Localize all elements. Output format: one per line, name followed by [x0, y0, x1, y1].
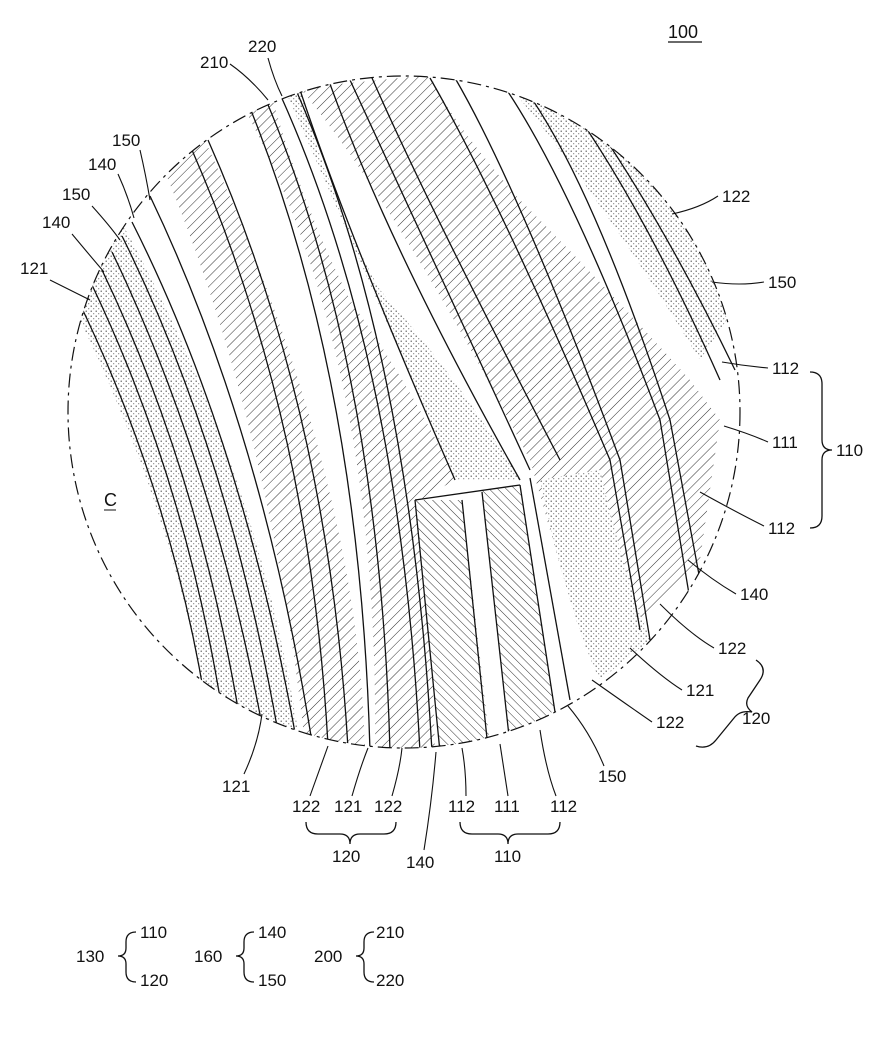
leader-122-b1	[310, 746, 328, 796]
label-111-a: 111	[772, 433, 798, 452]
label-122-b2: 122	[374, 797, 402, 816]
leader-150-right	[712, 282, 764, 284]
label-122-r1: 122	[718, 639, 746, 658]
label-150-bottom: 150	[598, 767, 626, 786]
legend-group-200: 200 210 220	[314, 923, 404, 990]
leader-112-b1	[462, 748, 466, 796]
label-150-right: 150	[768, 273, 796, 292]
label-122-r2: 122	[656, 713, 684, 732]
label-112-b2: 112	[550, 797, 577, 816]
brace-120-bottom	[306, 822, 396, 844]
label-140-a: 140	[88, 155, 116, 174]
leader-121-bl	[244, 714, 262, 774]
label-110-a: 110	[836, 441, 863, 460]
label-122-b1: 122	[292, 797, 320, 816]
label-140-right: 140	[740, 585, 768, 604]
legend-parent-130: 130	[76, 947, 104, 966]
legend-parent-200: 200	[314, 947, 342, 966]
label-112-a: 112	[772, 359, 799, 378]
leader-140-b	[72, 234, 104, 272]
region-label-c: C	[104, 490, 117, 510]
legend-brace-160	[236, 932, 254, 982]
legend-child-150: 150	[258, 971, 286, 990]
label-140-b: 140	[42, 213, 70, 232]
leader-140-a	[118, 174, 134, 218]
legend-child-140: 140	[258, 923, 286, 942]
leader-122-top	[672, 196, 718, 214]
leader-121-a	[50, 280, 90, 300]
label-112-b: 112	[768, 519, 795, 538]
label-110-b: 110	[494, 847, 521, 866]
brace-110-right	[810, 372, 832, 528]
label-220: 220	[248, 37, 276, 56]
label-150-a: 150	[112, 131, 140, 150]
leader-112-b2	[540, 730, 556, 796]
leader-220	[268, 58, 282, 96]
leader-122-b2	[392, 748, 402, 796]
label-120-b: 120	[332, 847, 360, 866]
label-122-top: 122	[722, 187, 750, 206]
leader-111-b	[500, 744, 508, 796]
legend-brace-200	[356, 932, 374, 982]
legend-group-160: 160 140 150	[194, 923, 286, 990]
legend-parent-160: 160	[194, 947, 222, 966]
legend-group-130: 130 110 120	[76, 923, 168, 990]
leader-150-b	[92, 206, 120, 240]
label-121-bl: 121	[222, 777, 250, 796]
leader-140-b2	[424, 752, 436, 850]
label-111-b: 111	[494, 797, 520, 816]
label-140-b2: 140	[406, 853, 434, 872]
legend-child-210: 210	[376, 923, 404, 942]
leader-150-bottom	[568, 706, 604, 766]
leader-122-r2	[592, 680, 652, 722]
legend-brace-130	[118, 932, 136, 982]
label-112-b1: 112	[448, 797, 475, 816]
label-121-r: 121	[686, 681, 714, 700]
label-120-r: 120	[742, 709, 770, 728]
brace-110-bottom	[460, 822, 560, 844]
brace-120-right	[696, 660, 763, 747]
label-210: 210	[200, 53, 228, 72]
leader-150-a	[140, 150, 150, 200]
legend-child-120: 120	[140, 971, 168, 990]
leader-121-b	[352, 748, 368, 796]
label-150-b: 150	[62, 185, 90, 204]
figure-reference: 100	[668, 22, 698, 42]
leader-210	[230, 64, 268, 100]
label-121-a: 121	[20, 259, 48, 278]
label-121-b: 121	[334, 797, 362, 816]
legend-child-110: 110	[140, 923, 167, 942]
legend-child-220: 220	[376, 971, 404, 990]
leader-121-r	[630, 648, 682, 690]
